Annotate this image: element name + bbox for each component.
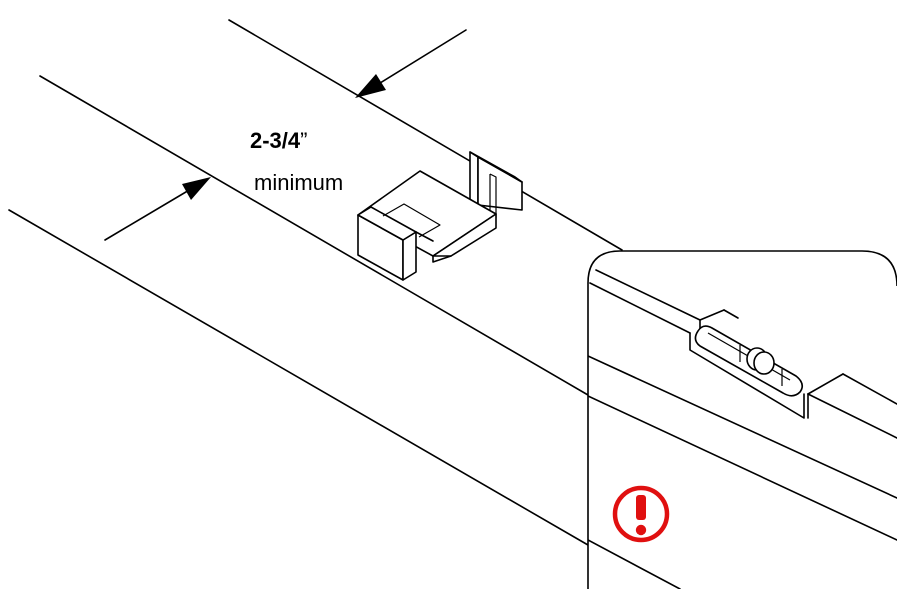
dimension-arrows [104,29,467,241]
detail-board-middle-edge [588,355,897,499]
exclamation-circle-icon [612,485,670,543]
warning-bar [636,495,646,520]
rail-lower-edge [8,209,589,546]
bracket-back-plate-front [477,156,523,211]
bracket-back-plate-top [469,151,523,183]
dimension-unit: ” [300,128,307,153]
dimension-arrowhead-upper [355,74,386,98]
dimension-note: minimum [254,170,343,195]
rail-lines [8,19,623,546]
detail-view [588,269,897,589]
detail-channel-back-edge [723,309,739,319]
dimension-arrow-lower-shaft [104,185,197,241]
bracket-body-front [432,213,497,257]
dimension-value: 2-3/4 [250,128,301,153]
dimension-arrowhead-lower [182,177,211,200]
detail-frame [587,250,897,589]
dimension-label: 2-3/4” [250,128,307,153]
detail-raised-top [842,373,897,405]
detail-board-bottom-edge [588,539,681,589]
warning-dot [635,524,647,536]
detail-board-top-edge [595,269,701,321]
detail-raised-face-top [807,393,897,439]
bracket-step [432,255,452,263]
detail-board-upper-edge [589,282,691,334]
mounting-bracket [357,151,523,281]
rail-middle-edge [39,75,589,396]
detail-channel-back [699,309,725,321]
level-vial-bubble-outer [753,351,775,375]
detail-board-lower-edge [588,395,897,541]
rail-top-edge [228,19,623,251]
detail-channel-outline [689,332,805,419]
level-vial-icon [694,325,804,397]
bracket-back-plate-side [469,151,479,206]
bracket-recess [382,203,441,238]
bracket-body-edge [415,231,434,242]
detail-raised-step [807,373,844,395]
dimension-arrow-upper-shaft [371,29,467,89]
